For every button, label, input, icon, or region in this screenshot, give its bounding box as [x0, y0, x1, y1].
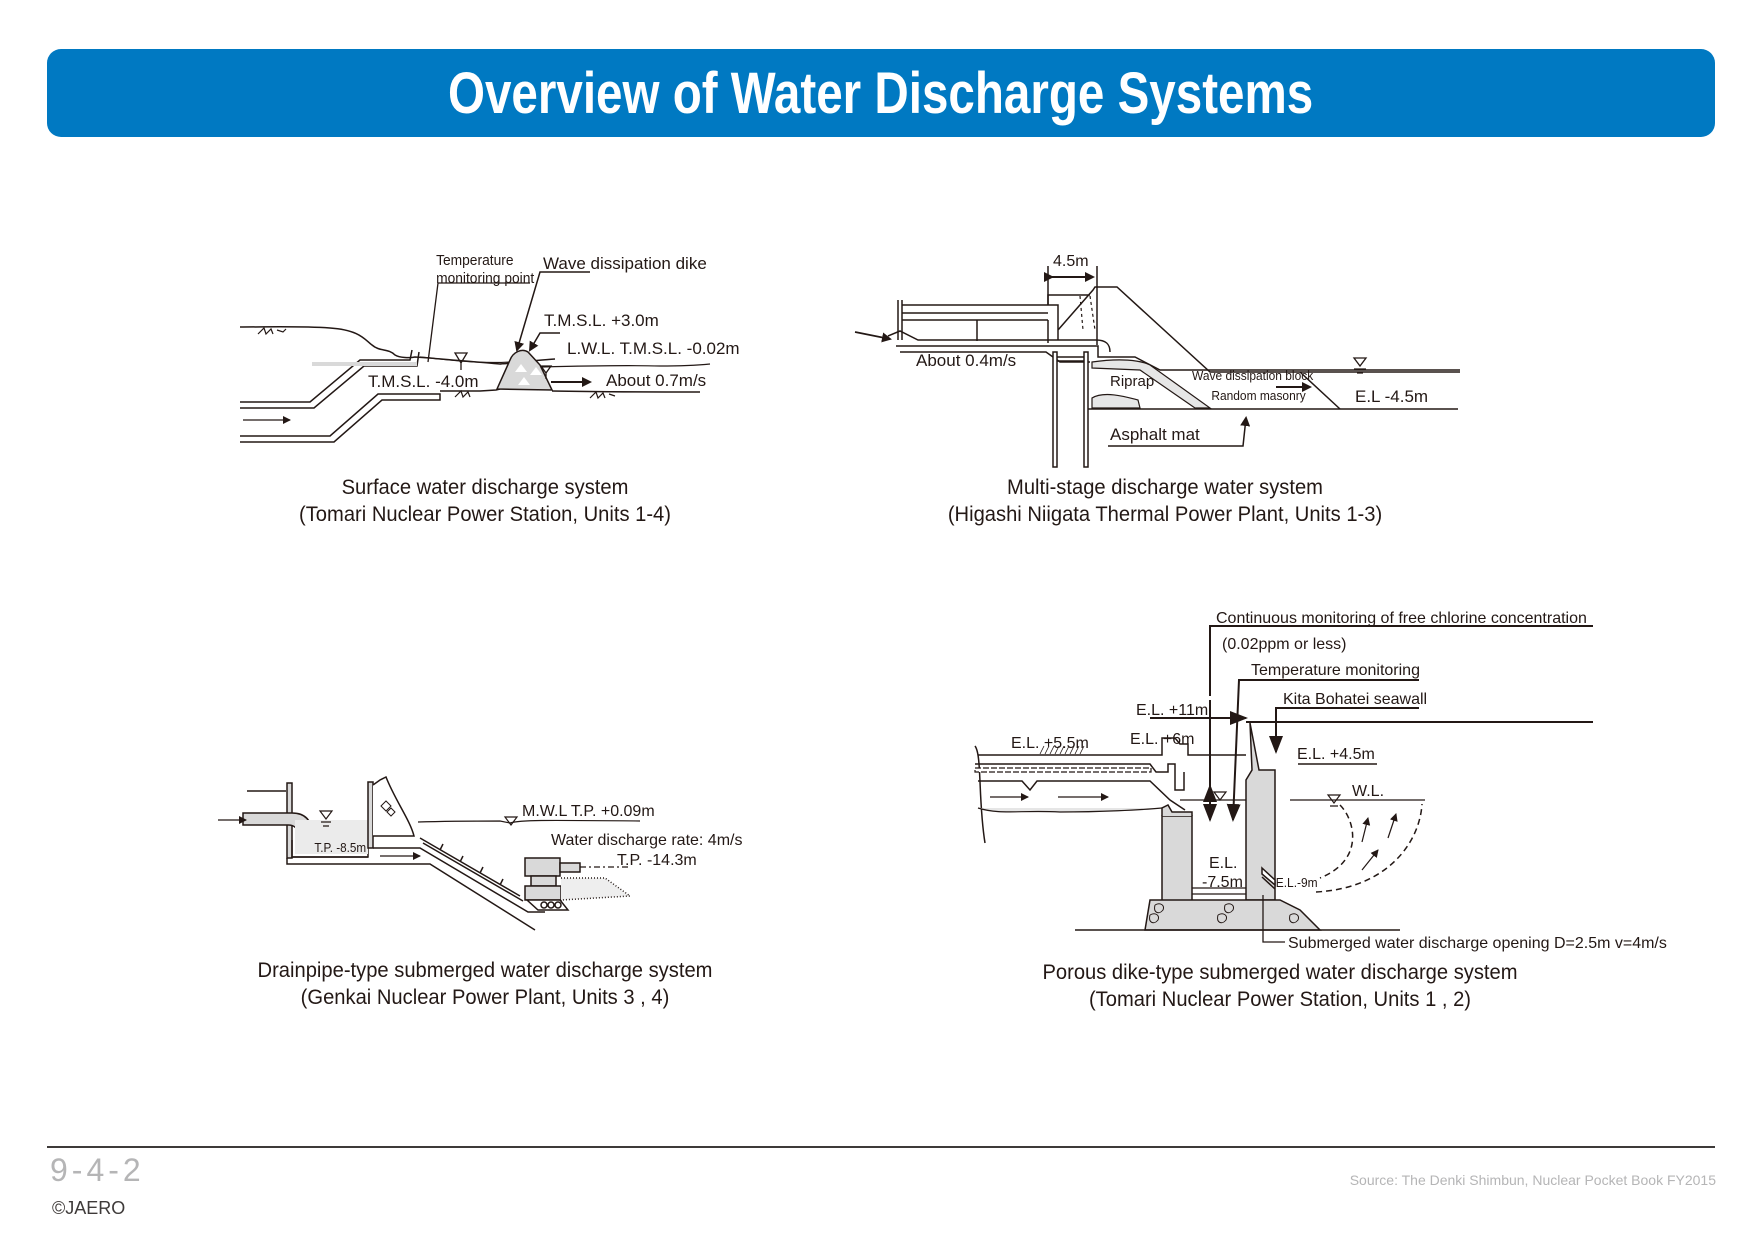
page-number: 9-4-2 — [50, 1152, 145, 1188]
caption-multistage-location: (Higashi Niigata Thermal Power Plant, Un… — [947, 503, 1383, 526]
crest-leader-line — [528, 332, 560, 352]
pile-right — [1083, 351, 1089, 468]
label-opening: Submerged water discharge opening D=2.5m… — [1288, 935, 1667, 952]
caption-surface-title: Surface water discharge system — [341, 476, 629, 499]
seawall-leader-line — [1269, 707, 1419, 754]
vegetation-mark — [257, 326, 287, 336]
title-bar: Overview of Water Discharge Systems — [47, 49, 1715, 137]
foundation-mound — [1144, 899, 1322, 931]
water-level-marker — [453, 352, 469, 370]
temp-leader-line — [1226, 679, 1419, 822]
outfall-structure — [897, 286, 1460, 373]
caption-porous: Porous dike-type submerged water dischar… — [995, 959, 1565, 1013]
discharge-flow-dashed — [1315, 803, 1423, 893]
pipe-sleeper — [419, 837, 524, 902]
label-basin: T.P. -8.5m — [314, 840, 366, 855]
sea-surface — [417, 819, 641, 824]
diagram-porous-discharge — [974, 625, 1593, 943]
footer-divider — [47, 1146, 1715, 1148]
label-masonry: Random masonry — [1211, 389, 1306, 404]
caption-drainpipe-title: Drainpipe-type submerged water discharge… — [257, 959, 713, 982]
inflow-arrow — [854, 331, 892, 343]
label-velocity: About 0.7m/s — [606, 371, 706, 390]
label-temp-point-2: monitoring point — [436, 271, 534, 288]
diagram-multistage-discharge — [854, 266, 1460, 468]
copyright: ©JAERO — [52, 1198, 126, 1218]
label-el-7-5a: E.L. — [1209, 855, 1237, 872]
conduit-bottom — [977, 807, 1163, 813]
label-lwl: L.W.L. T.M.S.L. -0.02m — [567, 339, 740, 358]
caption-multistage-title: Multi-stage discharge water system — [1007, 476, 1323, 499]
channel-wall-lower — [240, 393, 441, 443]
label-el-4-5: E.L. +4.5m — [1297, 746, 1375, 763]
riprap — [1091, 359, 1212, 409]
inner-wall-block — [1161, 815, 1193, 902]
source-citation: Source: The Denki Shimbun, Nuclear Pocke… — [1349, 1172, 1716, 1188]
asphalt-leader-line — [1108, 416, 1251, 447]
pile-left — [1052, 351, 1058, 468]
label-outlet: T.P. -14.3m — [617, 852, 697, 869]
label-temp: Temperature monitoring — [1251, 662, 1420, 679]
label-chlorine-2: (0.02ppm or less) — [1222, 636, 1347, 653]
label-temp-point-1: Temperature — [436, 253, 513, 270]
label-riprap: Riprap — [1110, 373, 1154, 390]
caption-multistage: Multi-stage discharge water system (Higa… — [900, 474, 1430, 528]
label-width: 4.5m — [1053, 253, 1089, 270]
label-el-7-5b: -7.5m — [1202, 874, 1243, 891]
caption-porous-title: Porous dike-type submerged water dischar… — [1042, 961, 1518, 984]
diagram-porous-labels: Continuous monitoring of free chlorine c… — [1011, 610, 1667, 952]
diagram-drainpipe-discharge — [218, 775, 641, 931]
label-rate: Water discharge rate: 4m/s — [551, 832, 742, 849]
label-mwl: M.W.L T.P. +0.09m — [522, 803, 655, 820]
label-velocity: About 0.4m/s — [916, 351, 1016, 370]
label-bottom: T.M.S.L. -4.0m — [368, 372, 479, 391]
dike-leader-line — [514, 271, 590, 352]
chlorine-leader-line — [1209, 625, 1593, 696]
sea-water-line — [541, 363, 711, 368]
label-crest: T.M.S.L. +3.0m — [544, 311, 659, 330]
label-el-9: E.L.-9m — [1276, 876, 1318, 891]
ground-surface — [978, 737, 1246, 756]
label-chlorine-1: Continuous monitoring of free chlorine c… — [1216, 610, 1587, 627]
label-el-6: E.L. +6m — [1130, 731, 1194, 748]
label-dike: Wave dissipation dike — [543, 254, 707, 273]
channel-wall-upper — [240, 349, 413, 403]
page-title: Overview of Water Discharge Systems — [448, 60, 1314, 126]
label-wave-block: Wave dissipation block — [1192, 369, 1314, 384]
label-asphalt: Asphalt mat — [1110, 425, 1200, 444]
caption-porous-location: (Tomari Nuclear Power Station, Units 1 ,… — [1088, 988, 1472, 1011]
diagram-surface-labels: Temperature monitoring point Wave dissip… — [368, 253, 740, 391]
caption-drainpipe-location: (Genkai Nuclear Power Plant, Units 3 , 4… — [300, 986, 670, 1009]
diagram-surface-discharge — [239, 271, 711, 443]
ground-line — [239, 326, 556, 365]
label-wl: W.L. — [1352, 783, 1384, 800]
label-el-11: E.L. +11m — [1136, 702, 1208, 719]
caption-surface: Surface water discharge system (Tomari N… — [235, 474, 735, 528]
caption-drainpipe: Drainpipe-type submerged water discharge… — [210, 957, 760, 1011]
wave-block-slope — [1299, 371, 1341, 410]
diagram-multistage-labels: 4.5m About 0.4m/s Riprap Wave dissipatio… — [916, 253, 1428, 444]
label-el-5-5: E.L. +5.5m — [1011, 735, 1089, 752]
caption-surface-location: (Tomari Nuclear Power Station, Units 1-4… — [299, 503, 671, 526]
diagram-drainpipe-labels: M.W.L T.P. +0.09m Water discharge rate: … — [314, 803, 742, 869]
outlet-block-top — [524, 857, 561, 877]
temp-leader-line — [427, 282, 530, 363]
label-seawall: Kita Bohatei seawall — [1283, 691, 1427, 708]
label-elevation: E.L -4.5m — [1355, 387, 1428, 406]
kita-bohatei-seawall — [1245, 722, 1276, 901]
